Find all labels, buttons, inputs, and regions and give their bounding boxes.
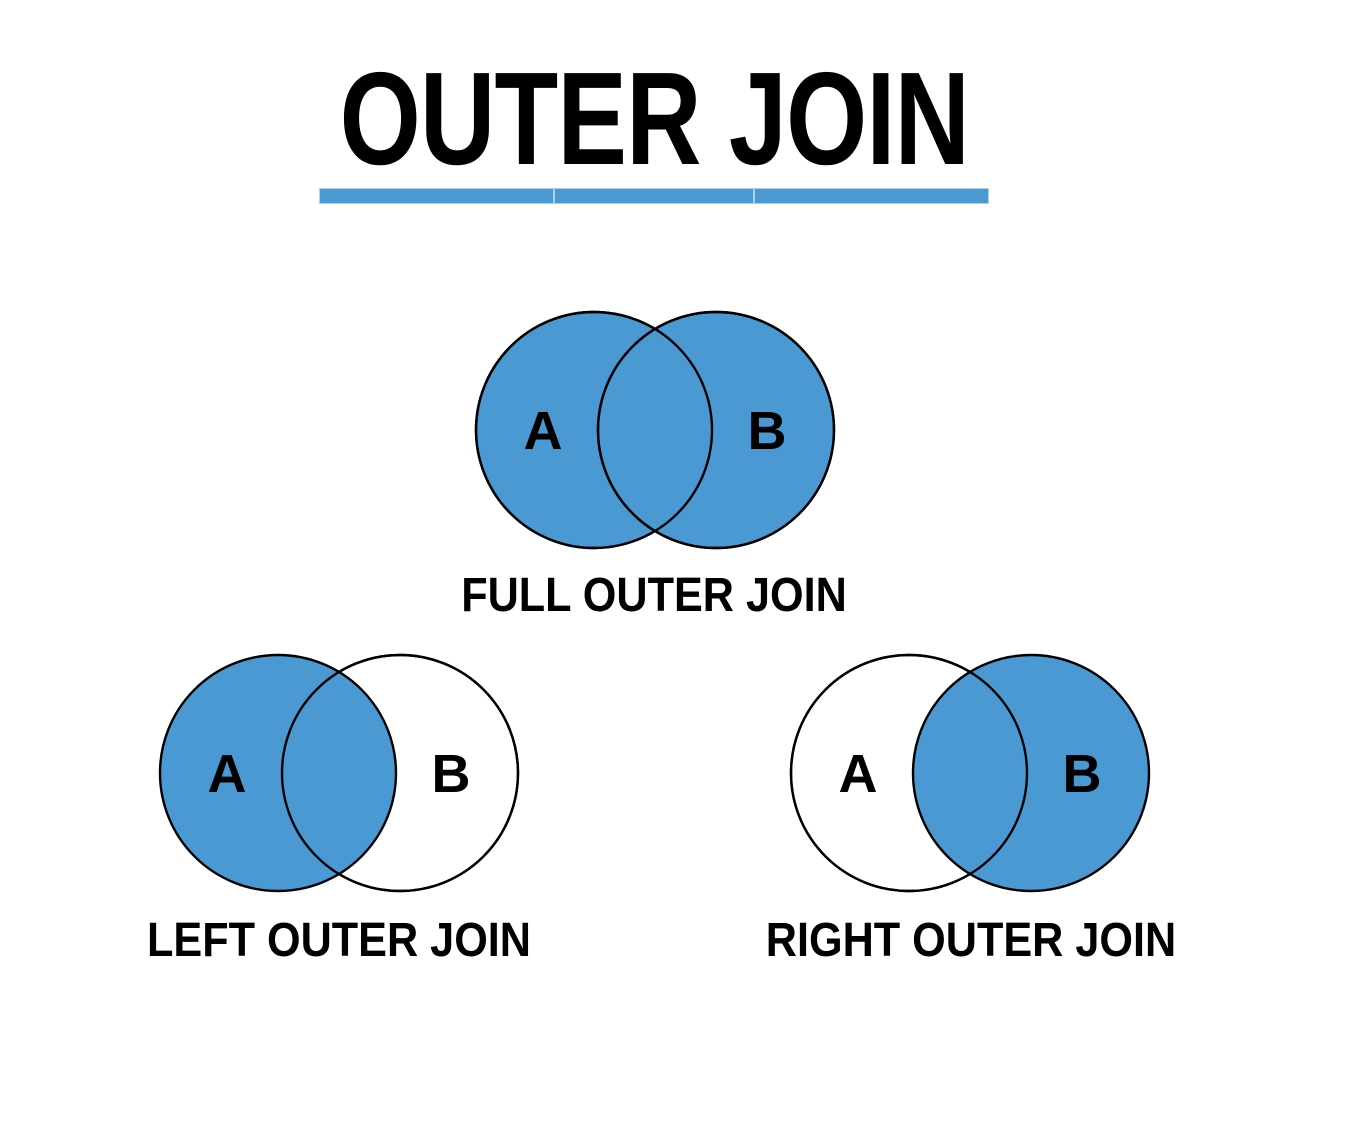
right-join-circle-b-fill [911, 653, 1151, 893]
left-join-set-b-label: B [432, 744, 471, 804]
page-title-wrap: OUTER JOIN [0, 53, 1308, 185]
caption-right-outer-join: RIGHT OUTER JOIN [765, 914, 1177, 967]
caption-right-outer-join-wrap: RIGHT OUTER JOIN [743, 917, 1199, 965]
venn-diagram-full-outer-join: A B [474, 310, 836, 550]
right-join-circle-a-outline [789, 653, 1029, 893]
full-join-set-b-label: B [748, 401, 787, 461]
caption-left-outer-join: LEFT OUTER JOIN [146, 914, 532, 967]
caption-left-outer-join-wrap: LEFT OUTER JOIN [126, 917, 553, 965]
venn-diagram-left-outer-join: A B [158, 653, 520, 893]
caption-full-outer-join-wrap: FULL OUTER JOIN [440, 572, 868, 620]
title-underline-bar [319, 188, 989, 204]
underline-segment-divider [753, 189, 755, 203]
left-join-circle-b-outline [280, 653, 520, 893]
caption-full-outer-join: FULL OUTER JOIN [461, 569, 847, 622]
left-join-set-a-label: A [208, 744, 247, 804]
left-join-circle-a-fill [158, 653, 398, 893]
full-join-set-a-label: A [524, 401, 563, 461]
underline-segment-divider [553, 189, 555, 203]
page-title: OUTER JOIN [339, 45, 969, 192]
right-join-set-b-label: B [1063, 744, 1102, 804]
venn-diagram-right-outer-join: A B [789, 653, 1151, 893]
full-join-circle-a-outline [474, 310, 714, 550]
right-join-set-a-label: A [839, 744, 878, 804]
full-join-circle-b-outline [596, 310, 836, 550]
